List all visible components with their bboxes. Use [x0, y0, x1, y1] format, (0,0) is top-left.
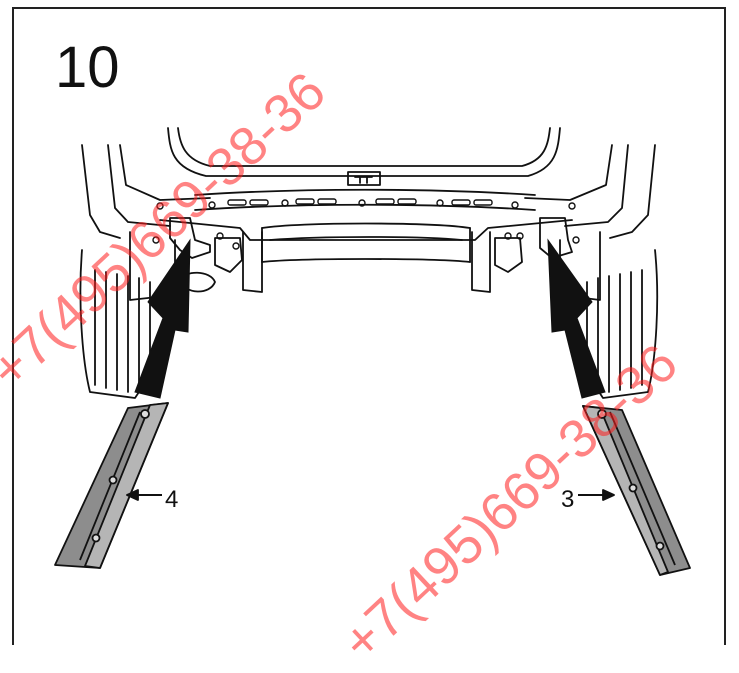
car-rear-illustration: [79, 127, 659, 399]
callout-part-4: 4: [165, 486, 179, 513]
install-arrow-left: [134, 238, 191, 399]
instruction-frame: [12, 7, 726, 645]
step-number: 10: [55, 35, 120, 100]
install-arrow-right: [547, 238, 606, 399]
callout-part-3: 3: [561, 486, 575, 513]
frame-border: [12, 7, 726, 645]
bracket-part-4: [54, 402, 169, 569]
bracket-part-3: [578, 405, 691, 576]
